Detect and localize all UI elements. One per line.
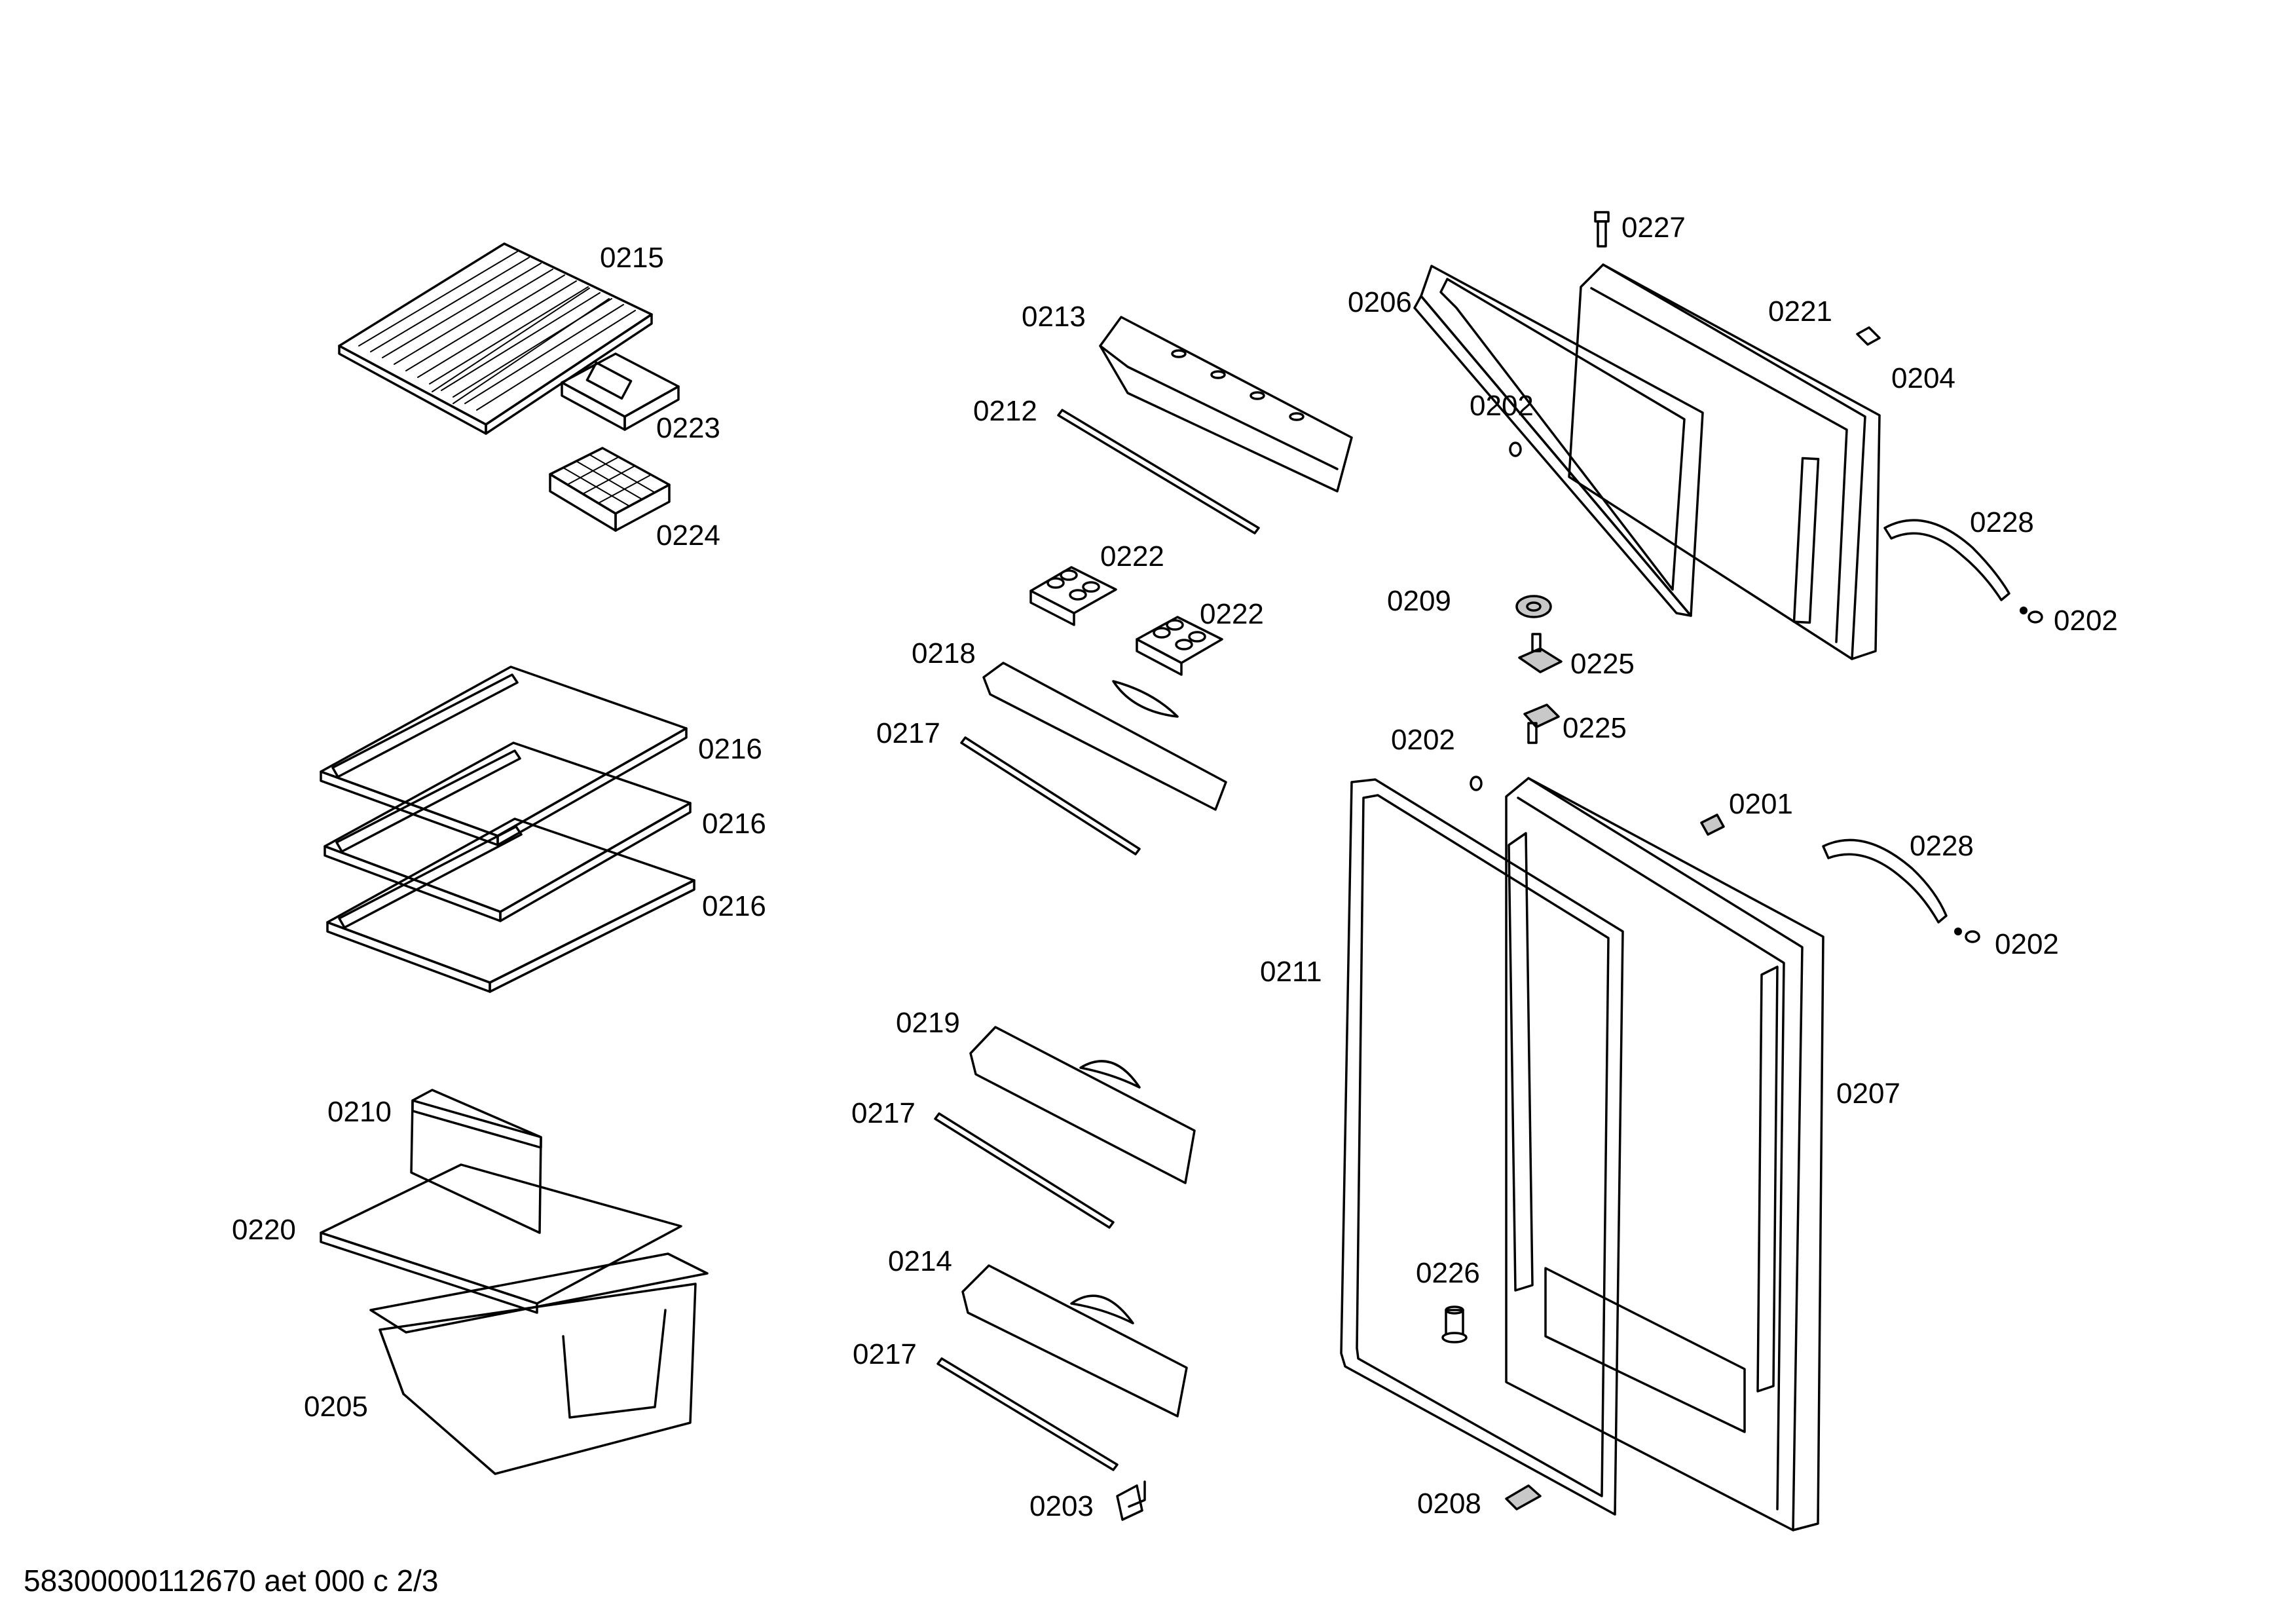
label-0210: 0210 [327,1096,392,1128]
label-0225: 0225 [1570,648,1635,680]
label-0226: 0226 [1416,1257,1480,1289]
part-0218-door-bin [982,662,1227,811]
part-0226-pin [1441,1305,1468,1343]
label-0221: 0221 [1768,295,1832,328]
part-0202-cap-1 [2020,607,2043,624]
part-0216-glass-shelf-1 [320,666,688,846]
part-0202-cap-3 [1470,776,1483,791]
label-0216: 0216 [702,890,766,922]
label-0202: 0202 [2054,605,2118,637]
part-0208-bracket [1505,1484,1542,1511]
label-0224: 0224 [656,519,720,552]
part-0201-part [1700,814,1725,836]
label-0215: 0215 [600,242,664,274]
label-0228: 0228 [1910,830,1974,862]
part-0223-tray [561,352,680,431]
label-0216: 0216 [698,733,762,765]
label-0228: 0228 [1970,506,2034,538]
part-0228-handle-1 [1883,519,2010,601]
part-0222-egg-tray-1 [1029,566,1117,626]
label-0222: 0222 [1200,598,1264,630]
label-0223: 0223 [656,412,720,444]
part-0209-bushing [1515,595,1552,618]
part-0224-ice-tray [549,447,671,532]
label-0206: 0206 [1348,286,1412,318]
label-0209: 0209 [1387,585,1451,617]
part-0213-door-bin [1099,316,1353,493]
label-0202: 0202 [1995,928,2059,960]
label-0205: 0205 [304,1391,368,1423]
label-0225: 0225 [1563,712,1627,744]
part-0203-clip [1116,1480,1146,1521]
label-0202: 0202 [1391,724,1455,756]
part-0217-rod-3 [936,1357,1119,1471]
label-0203: 0203 [1029,1490,1094,1522]
label-0222: 0222 [1100,540,1164,572]
label-0214: 0214 [888,1245,952,1277]
part-0227-screw [1594,211,1610,248]
label-0204: 0204 [1891,362,1955,394]
part-0206-door-gasket [1413,265,1704,617]
part-0214-door-bin [961,1264,1188,1417]
part-0225-hinge-1 [1518,633,1563,673]
part-0215-grille-shelf [338,242,653,435]
part-0207-lower-door [1505,777,1824,1531]
label-0201: 0201 [1729,788,1793,820]
label-0212: 0212 [973,395,1037,427]
label-0218: 0218 [912,637,976,669]
part-0228-handle-2 [1822,838,1948,924]
part-0216-glass-shelf-2 [324,741,692,922]
part-0205-crisper-drawer [369,1252,709,1475]
part-0217-rod-2 [934,1112,1115,1229]
part-0217-rod-1 [960,736,1141,855]
label-0213: 0213 [1022,301,1086,333]
part-0222-egg-tray-2 [1136,616,1223,676]
part-0212-rod [1057,409,1260,535]
label-0208: 0208 [1417,1488,1481,1520]
part-0204-part [1856,326,1881,346]
part-0202-cap-2 [1509,441,1522,457]
part-0211-door-gasket [1340,778,1624,1516]
label-0202: 0202 [1470,390,1534,422]
label-0220: 0220 [232,1214,296,1246]
drawing-reference-footer: 58300000112670 aet 000 c 2/3 [24,1564,439,1598]
label-0227: 0227 [1621,212,1686,244]
label-0217: 0217 [853,1338,917,1370]
part-0221-upper-door [1568,263,1881,660]
label-0217: 0217 [851,1097,916,1129]
part-0220-glass-plate [320,1163,682,1314]
label-0219: 0219 [896,1007,960,1039]
label-0207: 0207 [1836,1078,1900,1110]
label-0211: 0211 [1260,956,1322,988]
label-0216: 0216 [702,808,766,840]
part-0202-cap-4 [1954,928,1980,943]
part-0210-crisper-lid [410,1089,542,1234]
part-0219-door-bin [969,1026,1196,1184]
part-0216-glass-shelf-3 [326,817,695,993]
part-0225-hinge-2 [1523,704,1560,744]
label-0217: 0217 [876,717,940,749]
